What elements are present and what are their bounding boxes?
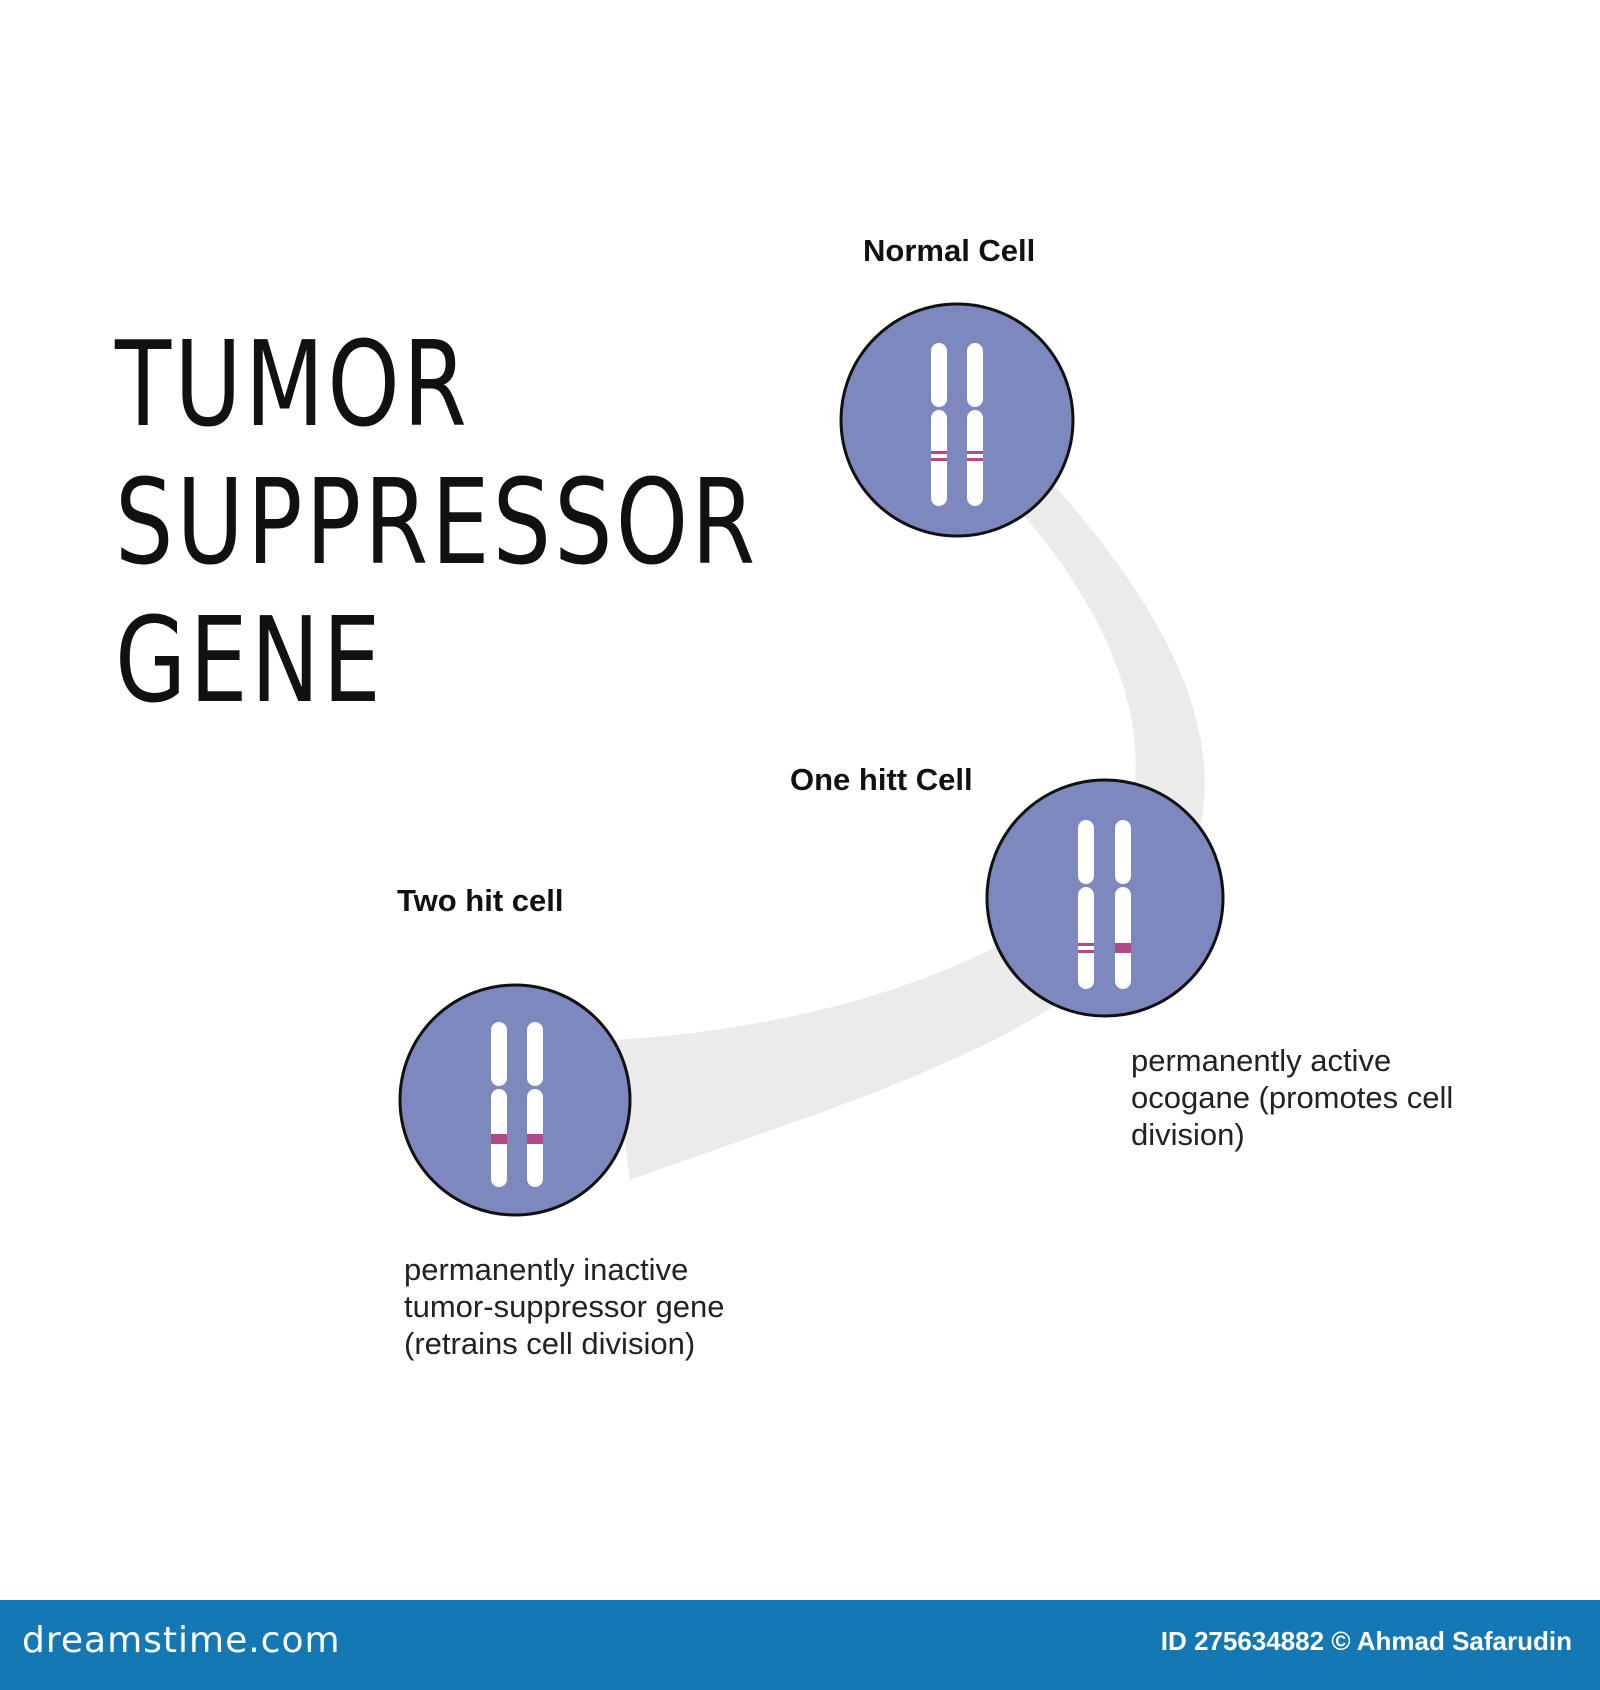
title-line-1: TUMOR [115,315,470,453]
title-line-3: GENE [115,591,384,729]
caption-line: permanently active [1131,1043,1392,1078]
two-hit-caption: permanently inactive tumor-suppressor ge… [404,1251,725,1362]
chromosome-pair [491,1022,543,1187]
one-hit-cell [985,778,1225,1018]
two-hit-cell-label: Two hit cell [397,883,564,918]
caption-line: permanently inactive [404,1252,689,1287]
brand-logo: dreamstime.com [22,1620,341,1661]
image-credit: ID 275634882 © Ahmad Safarudin [1160,1626,1572,1656]
footer-bar: dreamstime.com ID 275634882 © Ahmad Safa… [0,1600,1600,1690]
chromosome-pair [1078,820,1131,989]
caption-line: tumor-suppressor gene [404,1289,725,1324]
title-line-2: SUPPRESSOR [115,453,759,591]
one-hit-cell-label: One hitt Cell [790,762,973,797]
chromosome-pair [931,343,983,506]
normal-cell [839,302,1075,538]
caption-line: (retrains cell division) [404,1326,696,1361]
page-title: TUMOR SUPPRESSOR GENE [115,315,759,729]
one-hit-caption: permanently active ocogane (promotes cel… [1131,1042,1453,1153]
caption-line: division) [1131,1117,1245,1152]
normal-cell-label: Normal Cell [863,233,1036,268]
caption-line: ocogane (promotes cell [1131,1080,1454,1115]
two-hit-cell [398,983,632,1217]
